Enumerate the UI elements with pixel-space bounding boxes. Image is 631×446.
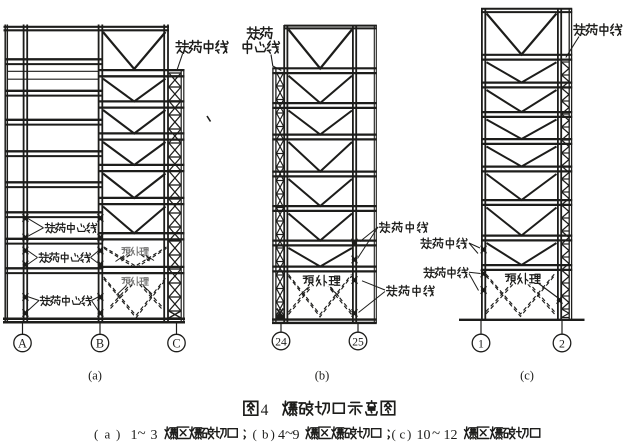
svg-text:24: 24 xyxy=(275,337,287,349)
svg-text:1: 1 xyxy=(478,336,484,350)
svg-text:): ) xyxy=(116,426,120,441)
svg-text:b: b xyxy=(262,426,269,441)
svg-text:c: c xyxy=(400,426,406,441)
svg-text:25: 25 xyxy=(352,337,364,349)
svg-text:4: 4 xyxy=(261,402,269,419)
svg-text:B: B xyxy=(96,336,104,350)
svg-text:(a): (a) xyxy=(88,369,102,383)
svg-text:12: 12 xyxy=(444,428,458,443)
svg-text:(b): (b) xyxy=(315,369,330,383)
svg-text:(: ( xyxy=(392,426,396,441)
svg-text:(: ( xyxy=(253,426,257,441)
svg-text:1: 1 xyxy=(131,428,138,443)
svg-text:~: ~ xyxy=(285,426,293,442)
svg-text:3: 3 xyxy=(151,428,158,443)
svg-text:a: a xyxy=(105,426,111,441)
svg-text:~: ~ xyxy=(432,426,440,442)
svg-text:(c): (c) xyxy=(520,369,534,383)
svg-text:10: 10 xyxy=(417,428,431,443)
svg-text:): ) xyxy=(271,426,275,441)
svg-text:): ) xyxy=(407,426,411,441)
svg-text:A: A xyxy=(18,336,27,350)
svg-text:C: C xyxy=(172,336,180,350)
svg-text:4: 4 xyxy=(278,428,285,443)
svg-text:9: 9 xyxy=(293,428,300,443)
svg-text:2: 2 xyxy=(559,336,565,350)
svg-text:(: ( xyxy=(94,426,98,441)
svg-text:~: ~ xyxy=(138,426,146,442)
